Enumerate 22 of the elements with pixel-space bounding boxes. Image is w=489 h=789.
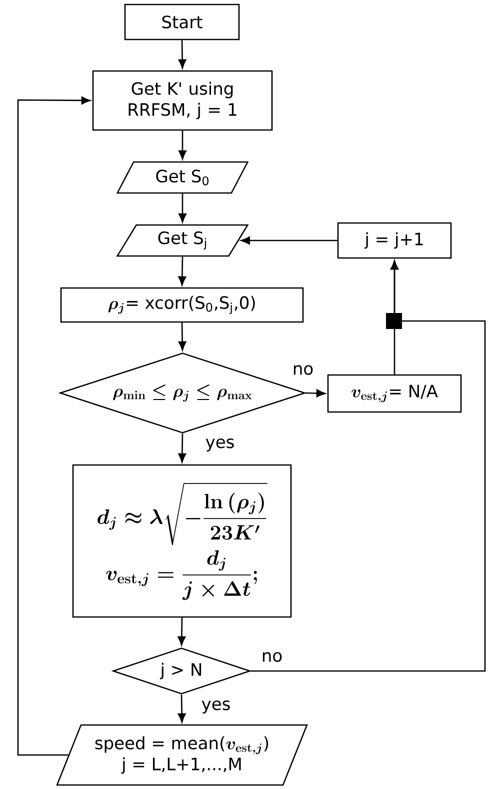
connector-arrow (240, 236, 338, 244)
process-box: Get K' using RRFSM, j = 1 (92, 70, 273, 131)
edge-label: yes (202, 700, 230, 714)
connector-arrow (178, 434, 186, 463)
start-box: Start (124, 4, 240, 40)
connector-arrow (178, 194, 186, 223)
connector-arrow (178, 618, 186, 646)
connector-arrow (178, 694, 186, 723)
connector-arrow (306, 389, 326, 398)
process-box: $\rho_j\text{= xcorr(S}_{\text{0}}\text{,S}_{\text{j}}\text{,0)}$ (60, 287, 304, 323)
connector-arrow (178, 256, 186, 286)
output-parallelogram: $\text{speed = mean(}v_{\mathrm{est},j}\text{)}$ j = L,L+1,...,M (56, 724, 308, 786)
formula-box: $d_j \approx \lambda\sqrt{-\frac{\ln\left(\rho_j\right)}{23K'}}$ $v_{\mathrm{est},j} = \frac{d_j}{j\times\Delta t};$ (72, 464, 292, 618)
connector-arrow (178, 322, 186, 351)
process-box: $v_{\mathrm{est},j}\text{= N/A}$ (327, 374, 462, 413)
process-box: j = j+1 (337, 222, 452, 259)
edge-label: yes (206, 438, 234, 452)
connector-arrow (178, 130, 186, 160)
connector-arrow (17, 96, 91, 756)
connector-arrow (178, 40, 186, 69)
connector-arrow (390, 260, 398, 374)
edge-label: no (262, 652, 282, 662)
